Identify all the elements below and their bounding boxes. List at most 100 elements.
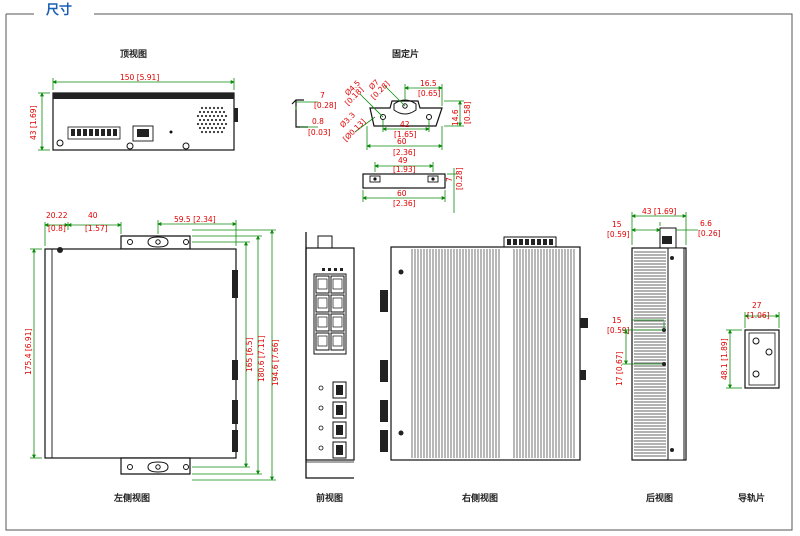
dim-br2-49-in: [1.93] — [393, 165, 416, 174]
heat-sink-fins — [411, 249, 575, 458]
front-leds — [322, 268, 343, 271]
rj45-jack — [317, 297, 328, 309]
din-rail-clip: 27 [1.06] 48.1 [1.89] — [720, 301, 780, 389]
rj45-jack — [332, 278, 343, 290]
rear-view: 43 [1.69] 15 [0.59] 6.6 [0.26] 15 [0.59]… — [607, 207, 721, 461]
vent-hole — [198, 126, 202, 130]
dim-br-60: 60 — [397, 137, 407, 146]
dim-top-width: 150 [5.91] — [120, 73, 159, 82]
vent-hole — [198, 110, 202, 114]
dim-l-40-in: [1.57] — [85, 224, 108, 233]
sfp-slot — [336, 405, 343, 415]
terminal-pin — [513, 239, 517, 245]
sfp-slot — [336, 425, 343, 435]
rear-fins — [634, 251, 666, 457]
dim-rail-27: 27 — [752, 301, 762, 310]
dim-rear-15b: 15 — [612, 316, 622, 325]
vent-hole — [218, 110, 222, 114]
vent-hole — [200, 114, 204, 118]
dim-rear-66-in: [0.26] — [698, 229, 721, 238]
vent-hole — [222, 118, 226, 122]
vent-hole — [220, 114, 224, 118]
dim-l-595: 59.5 [2.34] — [174, 215, 216, 224]
dim-br2-7: 7 — [445, 177, 454, 182]
right-side-view — [380, 236, 588, 461]
sfp-slot — [336, 445, 343, 455]
page-frame — [5, 13, 793, 531]
bracket-view: 7 [0.28] 0.8 [0.03] Ø4.5 [0.18] Ø7 [0.28… — [291, 77, 472, 213]
vent-hole — [206, 118, 210, 122]
terminal-pin — [537, 239, 541, 245]
label-rail-view: 导轨片 — [738, 492, 765, 504]
vent-hole — [206, 126, 210, 130]
terminal-pin — [549, 239, 553, 245]
dim-rear-17: 17 [0.67] — [615, 351, 624, 386]
vent-hole — [212, 130, 216, 134]
vent-hole — [218, 118, 222, 122]
vent-hole — [220, 106, 224, 110]
dim-br2-7-in: [0.28] — [455, 167, 464, 190]
left-side-view: 20.22 [0.8] 40 [1.57] 59.5 [2.34] 175.4 … — [24, 211, 280, 481]
dim-l-1754: 175.4 [6.91] — [24, 329, 33, 375]
dim-br2-60: 60 — [397, 189, 407, 198]
vent-hole — [216, 114, 220, 118]
vent-hole — [206, 110, 210, 114]
terminal-pin — [519, 239, 523, 245]
label-right-view: 右侧视图 — [461, 492, 498, 504]
vent-hole — [202, 126, 206, 130]
vent-hole — [212, 106, 216, 110]
sfp-slot — [336, 385, 343, 395]
dim-br-165-in: [0.65] — [418, 89, 441, 98]
vent-hole — [204, 130, 208, 134]
front-view — [305, 232, 355, 479]
vent-hole — [216, 130, 220, 134]
rj45-jack — [332, 297, 343, 309]
vent-hole — [222, 110, 226, 114]
dim-l-2022-in: [0.8] — [48, 224, 66, 233]
vent-hole — [200, 122, 204, 126]
terminal-pins — [507, 239, 553, 245]
vent-hole — [210, 110, 214, 114]
rj45-jack — [332, 335, 343, 347]
vent-hole — [208, 130, 212, 134]
dim-l-1806: 180.6 [7.11] — [257, 336, 266, 382]
dim-br-7: 7 — [320, 91, 325, 100]
vent-hole — [196, 114, 200, 118]
vent-hole — [214, 110, 218, 114]
dim-br-08: 0.8 — [312, 117, 324, 126]
vent-hole — [200, 106, 204, 110]
dim-l-165: 165 [6.5] — [245, 337, 254, 372]
vent-hole — [204, 114, 208, 118]
dim-rail-27-in: [1.06] — [747, 311, 770, 320]
terminal-pin — [531, 239, 535, 245]
vent-hole — [214, 118, 218, 122]
status-led — [318, 405, 324, 411]
terminal-pin — [543, 239, 547, 245]
rj45-jack — [317, 278, 328, 290]
vent-hole — [210, 126, 214, 130]
dim-rear-43: 43 [1.69] — [642, 207, 677, 216]
top-view: 150 [5.91] 43 [1.69] — [29, 73, 238, 151]
vent-grille — [196, 106, 228, 134]
page-title: 尺寸 — [46, 2, 72, 18]
dim-br-42-in: [1.65] — [394, 130, 417, 139]
vent-hole — [202, 110, 206, 114]
dim-br2-60-in: [2.36] — [393, 199, 416, 208]
rj45-jack — [317, 316, 328, 328]
vent-hole — [220, 130, 224, 134]
dim-l-1946: 194.6 [7.66] — [271, 340, 280, 386]
dim-br-7-in: [0.28] — [314, 101, 337, 110]
vent-hole — [216, 106, 220, 110]
vent-hole — [200, 130, 204, 134]
sfp-ports — [318, 381, 347, 459]
dim-br-42: 42 — [400, 120, 410, 129]
label-bracket: 固定片 — [392, 48, 419, 60]
dim-br-146: 14.6 — [451, 109, 460, 126]
vent-hole — [216, 122, 220, 126]
dim-rail-481: 48.1 [1.89] — [720, 338, 729, 380]
dim-rear-15-in: [0.59] — [607, 230, 630, 239]
vent-hole — [204, 106, 208, 110]
terminal-block — [71, 129, 117, 136]
dim-top-height: 43 [1.69] — [29, 105, 38, 140]
